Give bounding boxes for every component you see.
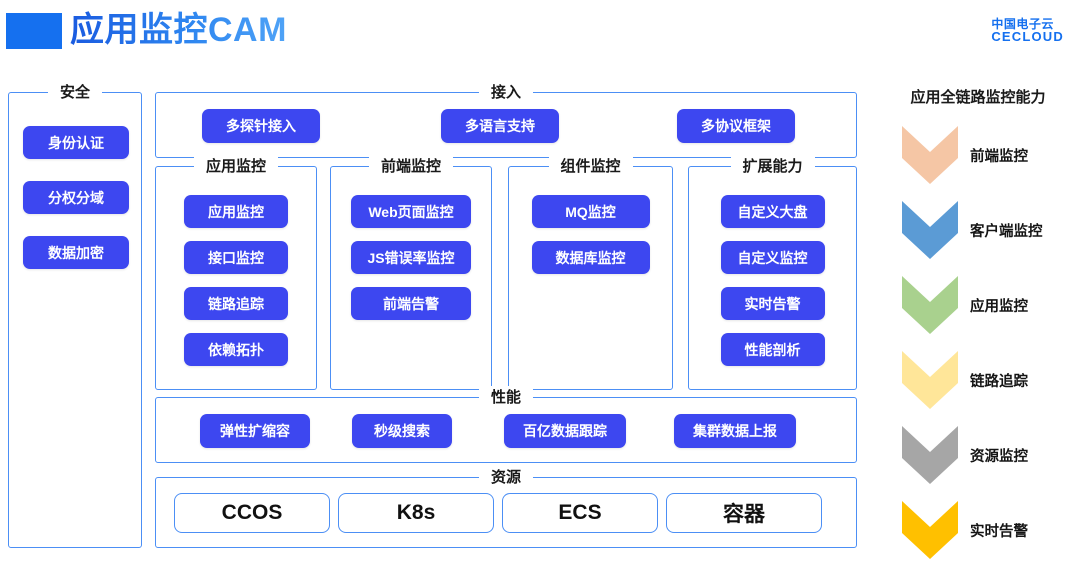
title-accent-bar: [6, 13, 62, 49]
resource-panel-title: 资源: [478, 466, 534, 487]
app-item-dependency-topo[interactable]: 依赖拓扑: [184, 333, 288, 366]
chevron-down-icon: [902, 501, 958, 559]
column-title-component-monitoring: 组件监控: [548, 155, 633, 176]
header: 应用监控CAM 中国电子云 CECLOUD: [0, 0, 1080, 72]
performance-panel: 性能 弹性扩缩容 秒级搜索 百亿数据跟踪 集群数据上报: [155, 386, 857, 463]
security-item-identity[interactable]: 身份认证: [23, 126, 129, 159]
performance-item-elastic-scaling[interactable]: 弹性扩缩容: [200, 414, 310, 448]
capability-label-frontend: 前端监控: [970, 148, 1028, 165]
column-panel-extension-capability: 扩展能力 自定义大盘 自定义监控 实时告警 性能剖析: [688, 155, 857, 390]
capability-row-resource[interactable]: 资源监控: [880, 424, 1076, 486]
app-item-api-monitoring[interactable]: 接口监控: [184, 241, 288, 274]
brand-logo: 中国电子云 CECLOUD: [949, 14, 1064, 48]
chevron-down-icon: [902, 276, 958, 334]
cc-logo-icon: [951, 18, 975, 44]
extension-item-realtime-alert[interactable]: 实时告警: [720, 287, 825, 320]
capability-label-alert: 实时告警: [970, 523, 1028, 540]
capability-label-trace: 链路追踪: [970, 373, 1028, 390]
chevron-down-icon: [902, 201, 958, 259]
brand-text: 中国电子云 CECLOUD: [991, 18, 1064, 44]
chevron-shape: [902, 201, 958, 259]
column-panel-frontend-monitoring: 前端监控 Web页面监控 JS错误率监控 前端告警: [330, 155, 492, 390]
security-item-permission[interactable]: 分权分域: [23, 181, 129, 214]
security-item-encryption[interactable]: 数据加密: [23, 236, 129, 269]
extension-item-custom-dashboard[interactable]: 自定义大盘: [720, 195, 825, 228]
capability-label-resource: 资源监控: [970, 448, 1028, 465]
access-item-multi-language[interactable]: 多语言支持: [441, 109, 559, 143]
access-panel: 接入 多探针接入 多语言支持 多协议框架: [155, 81, 857, 158]
brand-name-cn: 中国电子云: [991, 16, 1054, 31]
capability-title: 应用全链路监控能力: [910, 89, 1046, 106]
column-panel-component-monitoring: 组件监控 MQ监控 数据库监控: [508, 155, 673, 390]
capability-row-frontend[interactable]: 前端监控: [880, 124, 1076, 186]
capability-row-trace[interactable]: 链路追踪: [880, 349, 1076, 411]
access-item-multi-probe[interactable]: 多探针接入: [202, 109, 320, 143]
column-panel-app-monitoring: 应用监控 应用监控 接口监控 链路追踪 依赖拓扑: [155, 155, 317, 390]
security-panel-title: 安全: [47, 81, 103, 102]
resource-item-container[interactable]: 容器: [666, 493, 822, 533]
brand-name-en: CECLOUD: [991, 29, 1064, 45]
resource-item-ccos[interactable]: CCOS: [174, 493, 330, 533]
chevron-down-icon: [902, 126, 958, 184]
component-item-mq[interactable]: MQ监控: [531, 195, 650, 228]
frontend-item-web-page[interactable]: Web页面监控: [351, 195, 471, 228]
chevron-shape: [902, 501, 958, 559]
app-item-trace[interactable]: 链路追踪: [184, 287, 288, 320]
security-panel: 安全 身份认证 分权分域 数据加密: [8, 81, 142, 548]
performance-panel-title: 性能: [478, 386, 534, 407]
chevron-down-icon: [902, 351, 958, 409]
performance-item-cluster-report[interactable]: 集群数据上报: [674, 414, 796, 448]
resource-panel: 资源 CCOS K8s ECS 容器: [155, 466, 857, 548]
access-panel-title: 接入: [478, 81, 534, 102]
component-item-database[interactable]: 数据库监控: [531, 241, 650, 274]
capability-row-application[interactable]: 应用监控: [880, 274, 1076, 336]
capability-row-client[interactable]: 客户端监控: [880, 199, 1076, 261]
access-item-multi-protocol[interactable]: 多协议框架: [677, 109, 795, 143]
performance-item-ten-billion-trace[interactable]: 百亿数据跟踪: [504, 414, 626, 448]
capability-label-application: 应用监控: [970, 298, 1028, 315]
capability-column: 应用全链路监控能力 前端监控 客户端监控 应用监控 链路追踪: [880, 82, 1076, 559]
column-title-frontend-monitoring: 前端监控: [368, 155, 454, 176]
column-title-extension-capability: 扩展能力: [730, 155, 815, 176]
capability-label-client: 客户端监控: [970, 223, 1043, 240]
frontend-item-js-error[interactable]: JS错误率监控: [351, 241, 471, 274]
chevron-down-icon: [902, 426, 958, 484]
extension-item-profiling[interactable]: 性能剖析: [720, 333, 825, 366]
chevron-shape: [902, 126, 958, 184]
app-item-app-monitoring[interactable]: 应用监控: [184, 195, 288, 228]
chevron-shape: [902, 351, 958, 409]
performance-item-second-search[interactable]: 秒级搜索: [352, 414, 452, 448]
chevron-shape: [902, 426, 958, 484]
capability-row-alert[interactable]: 实时告警: [880, 499, 1076, 561]
extension-item-custom-monitor[interactable]: 自定义监控: [720, 241, 825, 274]
chevron-shape: [902, 276, 958, 334]
page-title: 应用监控CAM: [70, 8, 287, 52]
resource-item-ecs[interactable]: ECS: [502, 493, 658, 533]
resource-item-k8s[interactable]: K8s: [338, 493, 494, 533]
frontend-item-alert[interactable]: 前端告警: [351, 287, 471, 320]
column-title-app-monitoring: 应用监控: [193, 155, 279, 176]
